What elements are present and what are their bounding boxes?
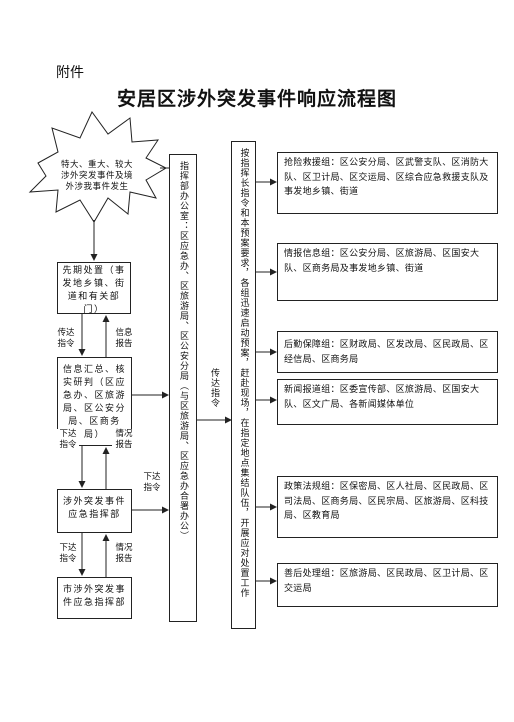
- trigger-text: 特大、重大、较大涉外突发事件及境外涉我事件发生: [60, 160, 133, 192]
- command-office-text: 指挥部办公室：区应急办、区旅游局、区公安分局（与区旅游局、区应急办合署办公）: [178, 161, 188, 541]
- page-title: 安居区涉外突发事件响应流程图: [116, 88, 397, 110]
- label-issue-instruction-2: 下达指令: [57, 543, 79, 565]
- label-issue-instruction-1: 下达指令: [57, 429, 79, 451]
- label-transmit-instruction-center: 传达指令: [208, 368, 221, 408]
- group-aftermath: 善后处理组：区旅游局、区民政局、区卫计局、区交运局: [277, 563, 498, 607]
- label-situation-report-1: 情况报告: [112, 429, 136, 451]
- group-policy: 政策法规组：区保密局、区人社局、区民政局、区司法局、区商务局、区民宗局、区旅游局…: [277, 476, 498, 538]
- command-center-box: 涉外突发事件应急指挥部: [57, 489, 132, 533]
- attachment-label: 附件: [56, 65, 84, 81]
- label-situation-report-2: 情况报告: [112, 543, 136, 565]
- group-instruction-box: 按指挥长指令和本预案要求，各组迅速启动预案，赶赴现场，在指定地点集结队伍，开展应…: [231, 141, 256, 629]
- city-command-box: 市涉外突发事件应急指挥部: [57, 577, 132, 619]
- label-info-report: 信息报告: [112, 328, 136, 350]
- trigger-starburst: [28, 111, 168, 223]
- initial-response-box: 先期处置（事发地乡镇、街道和有关部门）: [57, 262, 131, 315]
- group-rescue: 抢险救援组：区公安分局、区武警支队、区消防大队、区卫计局、区交运局、区综合应急救…: [277, 152, 498, 214]
- group-intelligence: 情报信息组：区公安分局、区旅游局、区国安大队、区商务局及事发地乡镇、街道: [277, 243, 498, 301]
- group-logistics: 后勤保障组：区财政局、区发改局、区民政局、区经信局、区商务局: [277, 331, 498, 373]
- command-office-box: 指挥部办公室：区应急办、区旅游局、区公安分局（与区旅游局、区应急办合署办公）: [169, 154, 197, 622]
- label-issue-instruction-right: 下达指令: [140, 472, 164, 494]
- label-transmit-instruction-1: 传达指令: [54, 328, 78, 350]
- group-news: 新闻报道组：区委宣传部、区旅游局、区国安大队、区文广局、各新闻媒体单位: [277, 379, 498, 425]
- group-instruction-text: 按指挥长指令和本预案要求，各组迅速启动预案，赶赴现场，在指定地点集结队伍，开展应…: [238, 148, 249, 598]
